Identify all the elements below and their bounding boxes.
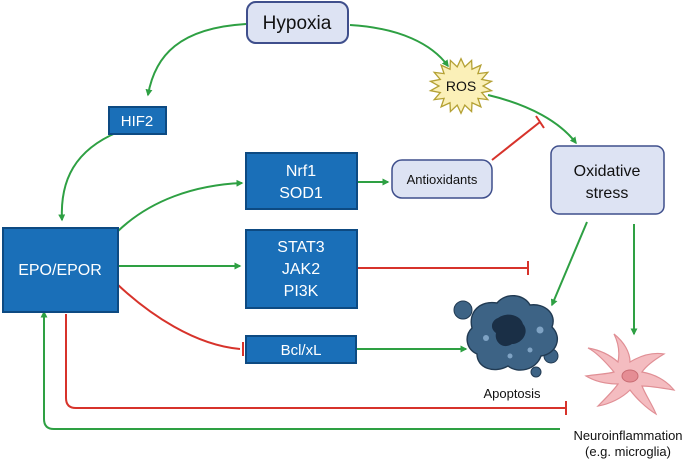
oxidative-label: Oxidative <box>574 163 641 180</box>
hypoxia-label: Hypoxia <box>263 13 332 34</box>
node-nrf1-sod1: Nrf1 SOD1 <box>245 152 358 210</box>
neuroinflammation-label: Neuroinflammation <box>573 428 682 443</box>
microglia-example-label: (e.g. microglia) <box>585 444 671 459</box>
node-stat3-jak2-pi3k: STAT3 JAK2 PI3K <box>245 229 358 309</box>
edge-hypoxia-to-ros <box>349 24 449 68</box>
node-ros: ROS <box>428 57 494 115</box>
microglia-cell-icon <box>584 333 676 416</box>
apoptosis-label: Apoptosis <box>483 386 541 401</box>
stat3-label: STAT3 <box>277 239 325 256</box>
edge-antioxidants-inhibits-ros <box>491 121 541 161</box>
node-oxidative-stress: Oxidative stress <box>550 145 665 215</box>
edge-epo-inhibits-neuroinflammation <box>65 314 565 409</box>
starburst-icon <box>428 57 494 115</box>
apoptotic-cell-icon <box>453 295 559 378</box>
inhibition-bar-ros <box>535 115 545 129</box>
node-epo-epor: EPO/EPOR <box>2 227 119 313</box>
edge-hif2-to-epo <box>58 131 119 222</box>
jak2-label: JAK2 <box>282 261 320 278</box>
ros-label: ROS <box>446 78 476 94</box>
stress-label: stress <box>586 185 629 202</box>
pi3k-label: PI3K <box>284 283 319 300</box>
epo-label: EPO/EPOR <box>18 262 102 279</box>
bcl-label: Bcl/xL <box>281 342 322 359</box>
edge-oxidative-to-apoptosis <box>550 221 588 307</box>
node-hypoxia: Hypoxia <box>246 1 349 44</box>
edge-epo-to-nrf1 <box>116 179 244 233</box>
node-hif2: HIF2 <box>108 106 167 135</box>
hif2-label: HIF2 <box>121 113 154 130</box>
antioxidants-label: Antioxidants <box>407 172 478 187</box>
node-antioxidants: Antioxidants <box>391 159 493 199</box>
sod1-label: SOD1 <box>279 185 323 202</box>
nrf1-label: Nrf1 <box>286 163 316 180</box>
edge-hypoxia-to-hif2 <box>145 23 247 97</box>
node-bcl-xl: Bcl/xL <box>245 335 357 364</box>
edge-neuroinflammation-to-epo <box>40 310 560 430</box>
edge-epo-inhibits-bcl <box>116 283 241 350</box>
edge-ros-to-oxidative-stress <box>487 94 577 145</box>
